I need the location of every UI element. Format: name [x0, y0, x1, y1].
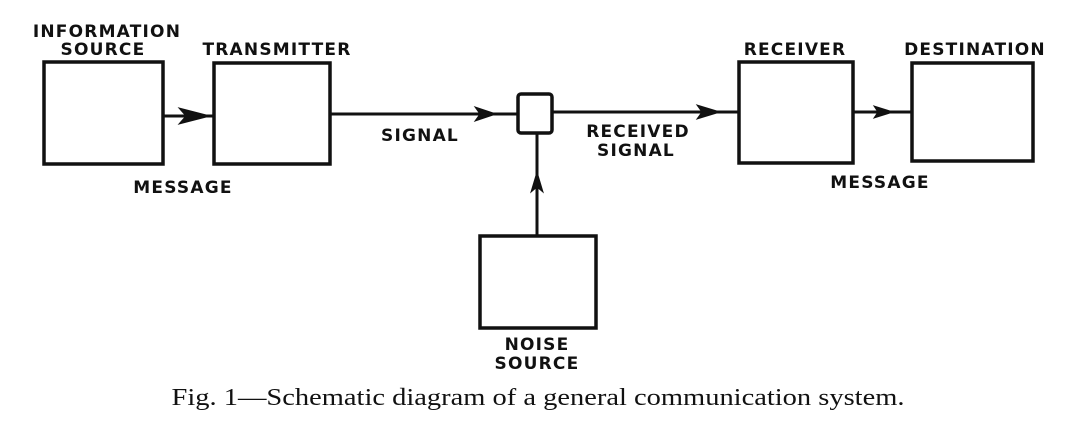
- arrowhead-noise: [530, 170, 544, 194]
- destination-label: DESTINATION: [904, 40, 1046, 60]
- arrowhead-signal: [473, 106, 498, 122]
- destination-box: [910, 61, 1035, 163]
- signal-label: SIGNAL: [381, 126, 459, 146]
- noise-source-label-line1: NOISE: [505, 335, 570, 355]
- arrowhead-message-left: [177, 107, 211, 125]
- noise-source-label-line2: SOURCE: [495, 354, 580, 374]
- information-source-box: [42, 60, 165, 166]
- transmitter-label: TRANSMITTER: [202, 40, 351, 60]
- figure-caption: Fig. 1—Schematic diagram of a general co…: [172, 385, 905, 411]
- noise-junction-box: [516, 92, 554, 135]
- transmitter-box: [212, 61, 332, 166]
- message-label-right: MESSAGE: [830, 173, 929, 193]
- information-source-label-line2: SOURCE: [61, 40, 146, 60]
- noise-source-box: [478, 234, 598, 330]
- message-label-left: MESSAGE: [133, 178, 232, 198]
- received-signal-label-line2: SIGNAL: [597, 141, 675, 161]
- receiver-label: RECEIVER: [744, 40, 847, 60]
- received-signal-label-line1: RECEIVED: [586, 122, 690, 142]
- receiver-box: [737, 60, 855, 165]
- arrowhead-received-signal: [695, 104, 722, 120]
- arrowhead-message-right: [872, 105, 895, 119]
- information-source-label-line1: INFORMATION: [33, 22, 181, 42]
